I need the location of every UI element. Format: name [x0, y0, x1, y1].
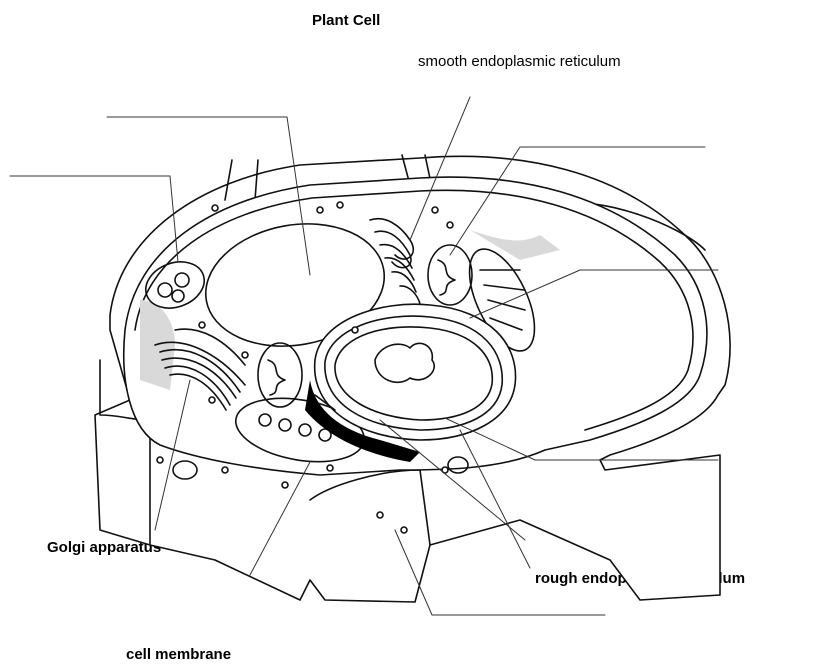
- plant-cell-diagram: [0, 0, 817, 667]
- plant-cell-worksheet: Plant Cell smooth endoplasmic reticulum …: [0, 0, 817, 667]
